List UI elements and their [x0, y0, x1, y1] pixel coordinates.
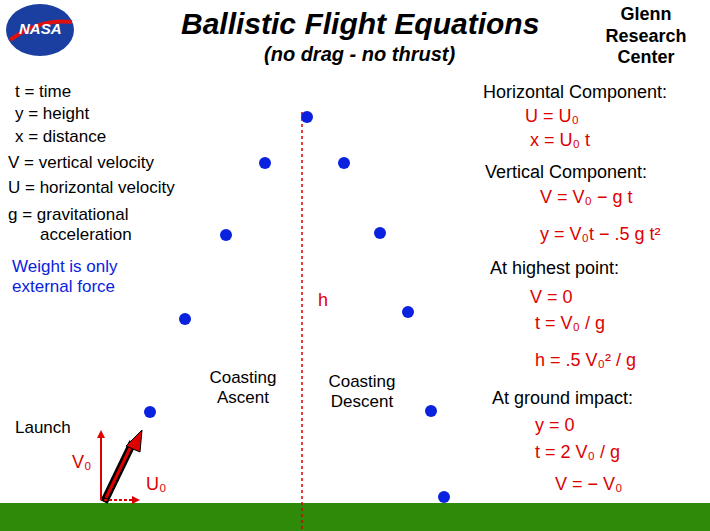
phase-label: Coasting Descent	[316, 372, 408, 413]
section-heading: At ground impact:	[492, 388, 633, 410]
vertical-velocity-arrow	[100, 432, 102, 500]
definition: x = distance	[15, 127, 106, 147]
velocity-label: U₀	[146, 474, 166, 496]
velocity-label: V₀	[72, 452, 91, 474]
equation: t = V₀ / g	[535, 313, 605, 335]
title: Ballistic Flight Equations	[181, 6, 539, 42]
definition: V = vertical velocity	[8, 153, 154, 173]
phase-label: Coasting Ascent	[198, 368, 288, 409]
rocket	[104, 430, 142, 502]
apex-line	[301, 112, 303, 531]
section-heading: Vertical Component:	[485, 162, 647, 184]
equation: y = 0	[535, 415, 575, 437]
equation: U = U₀	[525, 106, 579, 128]
subtitle: (no drag - no thrust)	[264, 42, 455, 66]
logo-text: NASA	[19, 20, 62, 38]
equation: y = V₀t − .5 g t²	[540, 224, 661, 246]
definition: U = horizontal velocity	[8, 178, 175, 198]
equation: h = .5 V₀² / g	[535, 350, 636, 372]
definition: t = time	[15, 82, 71, 102]
trajectory-dots	[144, 111, 450, 503]
equation: V = 0	[530, 287, 573, 309]
equation: V = V₀ − g t	[540, 187, 633, 209]
definition: g = gravitational acceleration	[8, 205, 210, 246]
center-name: Glenn Research Center	[590, 4, 702, 69]
launch-label: Launch	[15, 418, 71, 438]
section-heading: At highest point:	[490, 258, 619, 280]
equation: x = U₀ t	[530, 130, 590, 152]
equation: t = 2 V₀ / g	[535, 442, 620, 464]
section-heading: Horizontal Component:	[483, 82, 667, 104]
equation: V = − V₀	[555, 474, 623, 496]
ground	[0, 503, 710, 531]
nasa-logo	[6, 4, 74, 56]
definition: y = height	[15, 104, 89, 124]
height-label: h	[318, 290, 328, 312]
horizontal-velocity-arrow	[104, 499, 138, 501]
note: Weight is only external force	[12, 257, 162, 298]
